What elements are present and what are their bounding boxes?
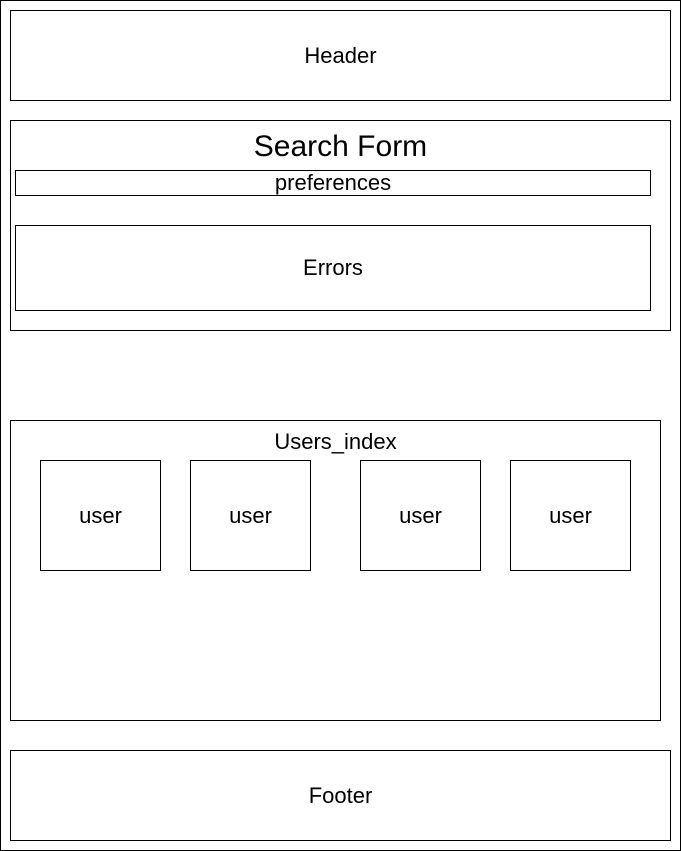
user-card: user [510,460,631,571]
errors-box: Errors [15,225,651,311]
header-box: Header [10,10,671,101]
users-index-title: Users_index [274,429,397,454]
footer-label: Footer [308,782,373,808]
footer-box: Footer [10,750,671,841]
user-card-label: user [399,502,442,528]
user-card: user [360,460,481,571]
user-card: user [190,460,311,571]
header-label: Header [304,42,377,68]
errors-label: Errors [303,255,363,280]
search-form-title: Search Form [253,130,428,163]
preferences-box: preferences [15,170,651,196]
user-card: user [40,460,161,571]
user-card-label: user [549,502,592,528]
user-card-label: user [229,502,272,528]
preferences-label: preferences [274,170,392,195]
user-card-label: user [79,502,122,528]
